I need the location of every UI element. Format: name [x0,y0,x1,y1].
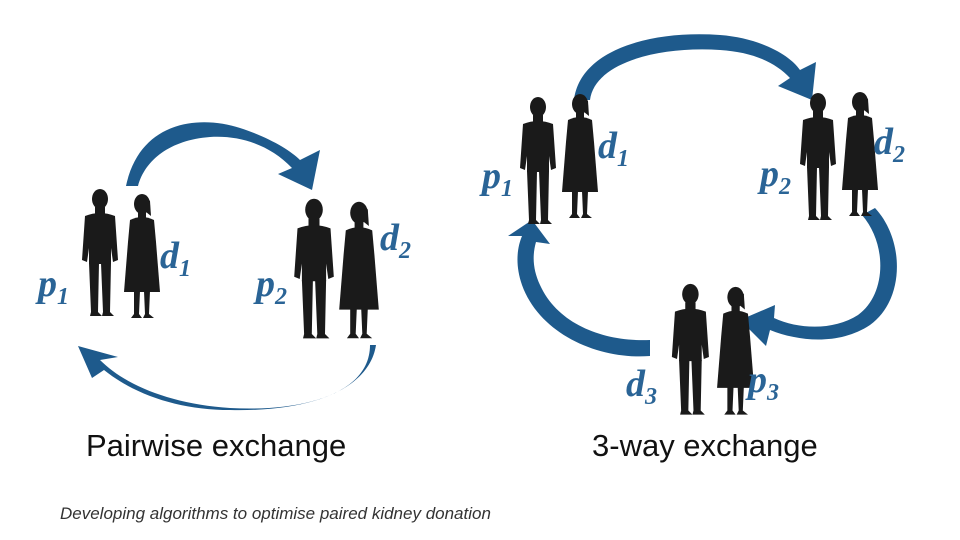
curved-arrow-icon [574,34,816,100]
pairwise-exchange: p1 d1 p2 d2 Pairwise exchange [35,122,411,463]
curved-arrow-icon [78,345,376,411]
label-p3: p3 [745,359,779,406]
label-d2: d2 [380,217,411,264]
person-silhouette-icon [294,198,334,339]
pairwise-title: Pairwise exchange [86,428,346,463]
label-d1: d1 [160,235,191,282]
three-way-title: 3-way exchange [592,428,818,463]
caption: Developing algorithms to optimise paired… [60,504,491,523]
person-silhouette-icon [800,93,836,220]
label-p1: p1 [35,263,69,310]
person-silhouette-icon [671,283,709,415]
person-silhouette-icon [520,97,556,224]
three-way-exchange: p1 d1 p2 d2 d3 p3 3-way exchange [479,34,905,463]
label-d1: d1 [598,125,629,172]
curved-arrow-icon [740,208,897,346]
label-d3: d3 [626,363,657,410]
person-silhouette-icon [82,189,118,316]
label-p2: p2 [253,263,287,310]
curved-arrow-icon [508,220,650,357]
curved-arrow-icon [126,122,320,190]
person-silhouette-icon [124,194,160,318]
person-silhouette-icon [842,92,878,216]
person-silhouette-icon [339,201,379,339]
label-d2: d2 [874,121,905,168]
label-p2: p2 [757,153,791,200]
label-p1: p1 [479,155,513,202]
person-silhouette-icon [562,94,598,218]
